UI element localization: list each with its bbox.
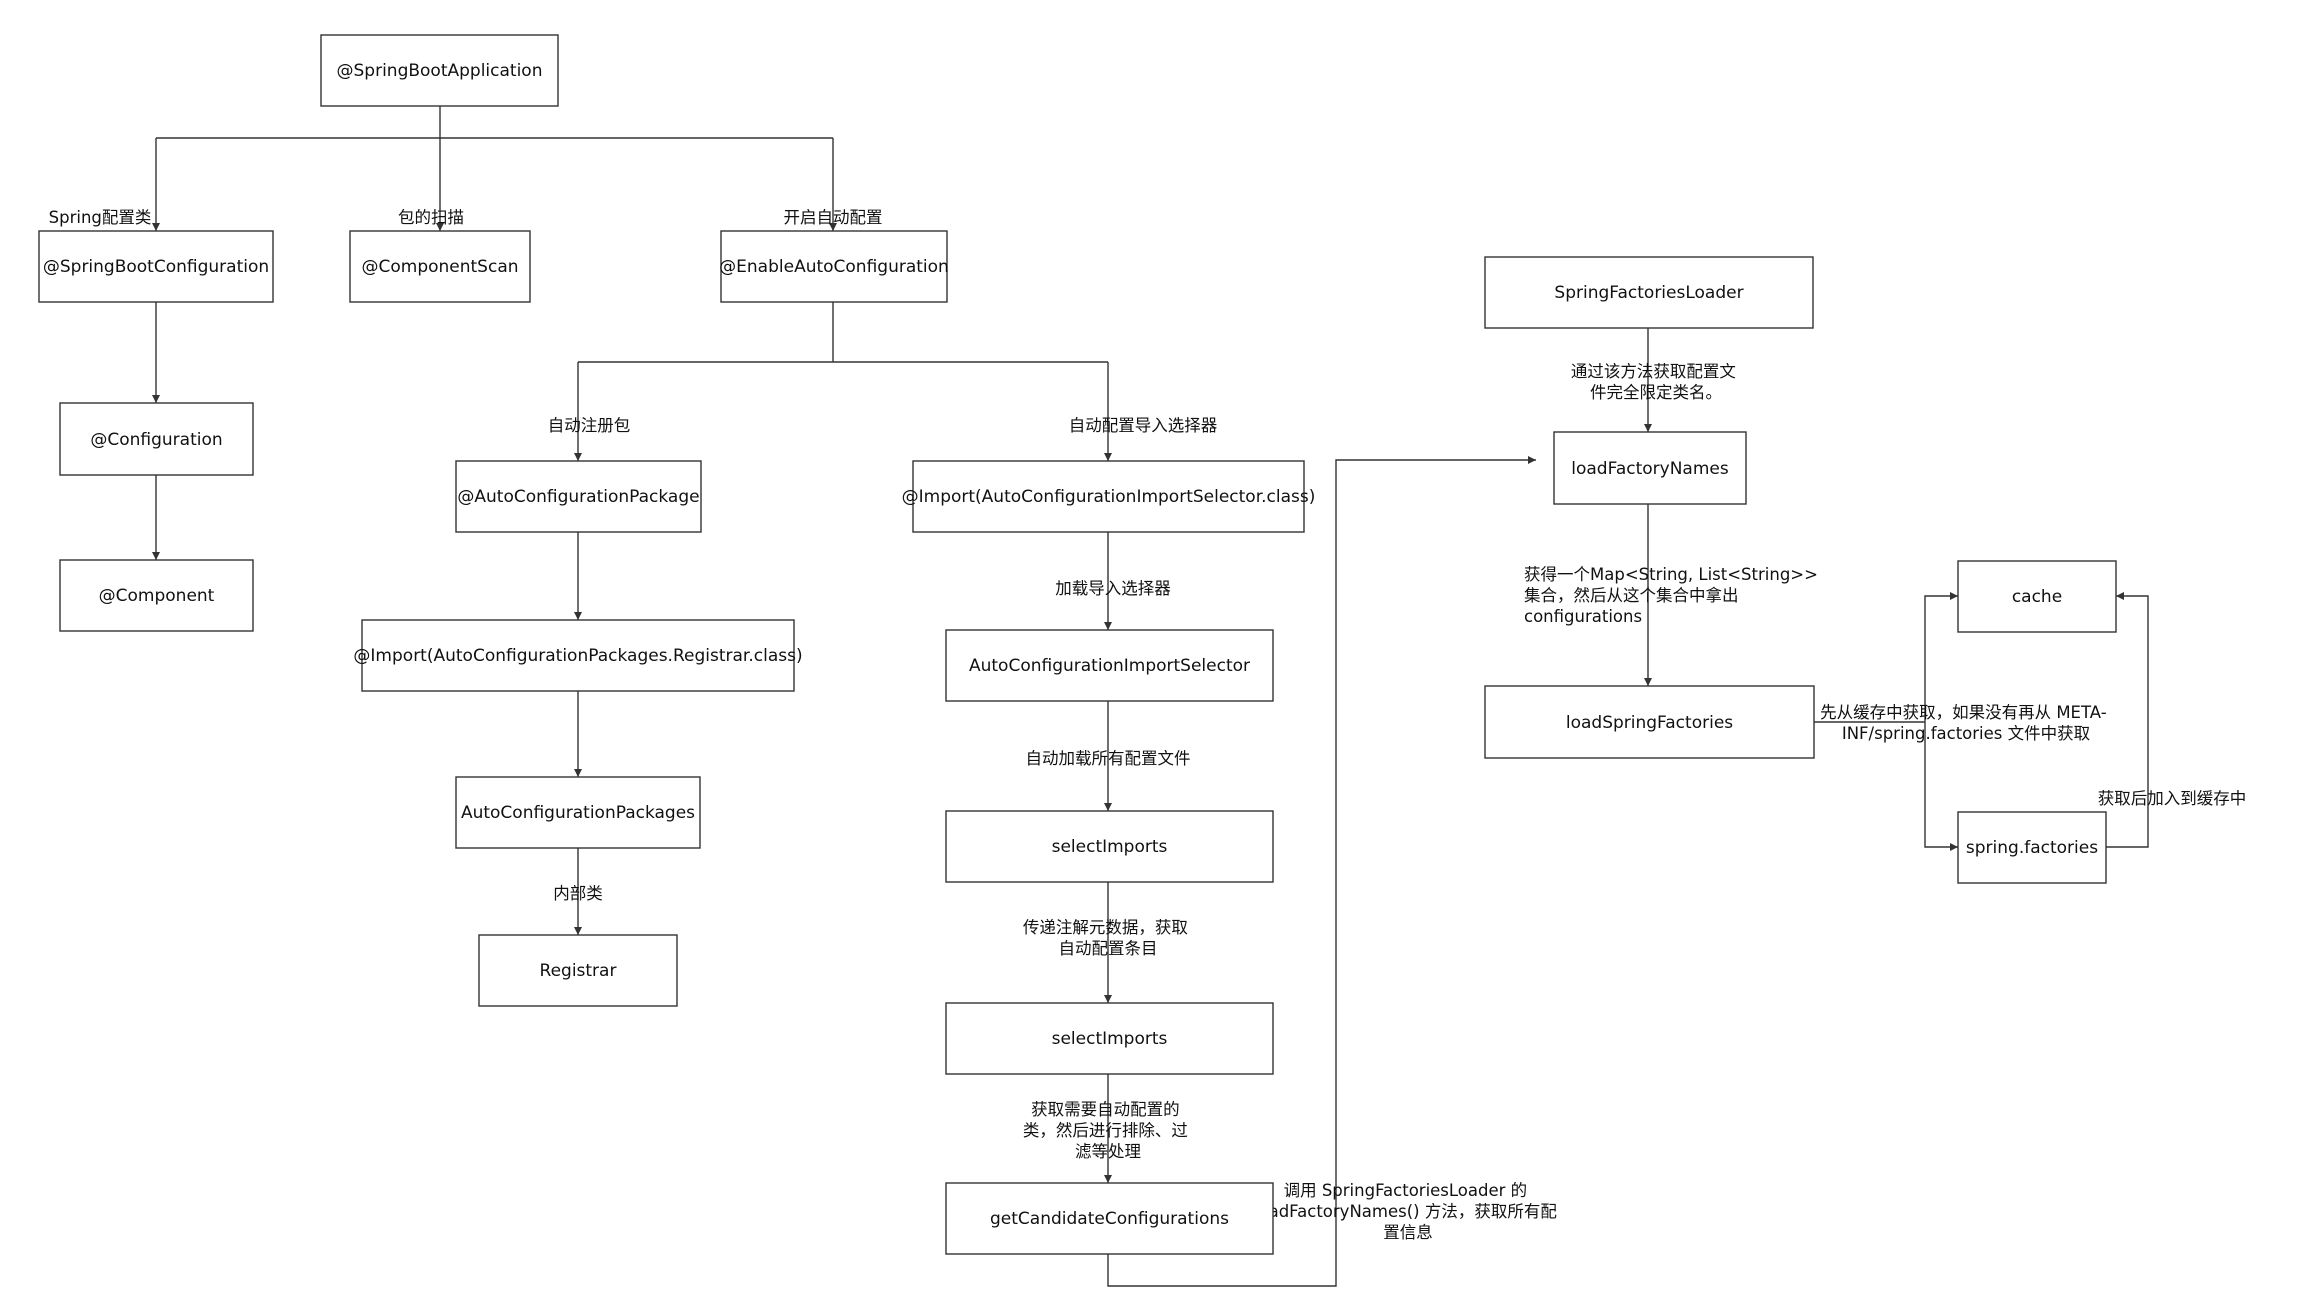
label-cache-first: 先从缓存中获取，如果没有再从 META- INF/spring.factorie… [1820, 703, 2112, 743]
node-registrar: Registrar [478, 934, 678, 1007]
node-import-registrar-label: @Import(AutoConfigurationPackages.Regist… [353, 646, 802, 666]
label-get-map-line3: configurations [1524, 607, 1642, 626]
label-get-classes: 获取需要自动配置的 类，然后进行排除、过 滤等处理 [1023, 1100, 1193, 1161]
node-autoconfigurationimportselector-label: AutoConfigurationImportSelector [969, 656, 1250, 676]
node-registrar-label: Registrar [540, 961, 617, 981]
label-get-fqcn-line2: 件完全限定类名。 [1590, 383, 1722, 402]
edge-labels: Spring配置类 包的扫描 开启自动配置 自动注册包 自动配置导入选择器 加载… [49, 208, 2247, 1242]
label-get-fqcn: 通过该方法获取配置文 件完全限定类名。 [1571, 362, 1741, 402]
node-springbootapplication: @SpringBootApplication [320, 34, 559, 107]
label-call-loader: 调用 SpringFactoriesLoader 的 loadFactoryNa… [1254, 1181, 1562, 1242]
node-configuration: @Configuration [59, 402, 254, 476]
node-loadspringfactories: loadSpringFactories [1484, 685, 1815, 759]
label-pass-metadata-line2: 自动配置条目 [1059, 939, 1158, 958]
node-loadspringfactories-label: loadSpringFactories [1566, 713, 1733, 733]
edge-branch-to-cache [1924, 592, 1958, 722]
label-package-scan: 包的扫描 [398, 208, 464, 227]
node-component: @Component [59, 559, 254, 632]
label-get-map-line2: 集合，然后从这个集合中拿出 [1524, 585, 1739, 605]
node-enableautoconfiguration: @EnableAutoConfiguration [719, 230, 949, 303]
label-get-map: 获得一个Map<String, List<String>> 集合，然后从这个集合… [1524, 565, 1823, 626]
node-selectimports-2-label: selectImports [1052, 1029, 1168, 1049]
node-autoconfigurationpackages-label: AutoConfigurationPackages [461, 803, 695, 823]
node-spring-factories-label: spring.factories [1966, 838, 2098, 858]
edges [152, 106, 2149, 1287]
label-call-loader-line3: 置信息 [1383, 1223, 1433, 1242]
label-inner-class: 内部类 [553, 884, 603, 903]
label-cache-first-line1: 先从缓存中获取，如果没有再从 META- [1820, 703, 2107, 722]
node-springfactoriesloader-label: SpringFactoriesLoader [1554, 283, 1743, 303]
node-autoconfigurationpackage-label: @AutoConfigurationPackage [457, 487, 699, 507]
label-auto-load-all-configs: 自动加载所有配置文件 [1026, 749, 1191, 768]
node-springbootconfiguration: @SpringBootConfiguration [38, 230, 274, 303]
label-auto-config-import-selector: 自动配置导入选择器 [1069, 416, 1218, 435]
label-enable-auto-config: 开启自动配置 [784, 208, 883, 227]
label-spring-config-class: Spring配置类 [49, 208, 152, 227]
label-get-fqcn-line1: 通过该方法获取配置文 [1571, 362, 1736, 381]
label-get-classes-line3: 滤等处理 [1075, 1142, 1141, 1161]
node-component-label: @Component [99, 586, 215, 606]
label-get-classes-line2: 类，然后进行排除、过 [1023, 1121, 1188, 1140]
label-call-loader-line2: loadFactoryNames() 方法，获取所有配 [1254, 1202, 1557, 1221]
node-cache-label: cache [2012, 587, 2062, 607]
node-getcandidateconfigurations: getCandidateConfigurations [945, 1182, 1274, 1255]
label-get-classes-line1: 获取需要自动配置的 [1031, 1100, 1180, 1119]
node-import-selector-label: @Import(AutoConfigurationImportSelector.… [902, 487, 1316, 507]
node-loadfactorynames: loadFactoryNames [1553, 431, 1747, 505]
node-import-selector: @Import(AutoConfigurationImportSelector.… [902, 460, 1316, 533]
node-autoconfigurationimportselector: AutoConfigurationImportSelector [945, 629, 1274, 702]
node-autoconfigurationpackage: @AutoConfigurationPackage [455, 460, 702, 533]
label-pass-metadata-line1: 传递注解元数据，获取 [1023, 918, 1188, 937]
node-selectimports-1-label: selectImports [1052, 837, 1168, 857]
node-import-registrar: @Import(AutoConfigurationPackages.Regist… [353, 619, 803, 692]
label-cache-first-line2: INF/spring.factories 文件中获取 [1842, 724, 2090, 743]
node-selectimports-1: selectImports [945, 810, 1274, 883]
edge-branch-to-springfactories [1924, 722, 1958, 851]
node-selectimports-2: selectImports [945, 1002, 1274, 1075]
node-enableautoconfiguration-label: @EnableAutoConfiguration [719, 257, 949, 277]
node-componentscan: @ComponentScan [349, 230, 531, 303]
node-configuration-label: @Configuration [90, 430, 222, 450]
node-spring-factories: spring.factories [1957, 811, 2107, 884]
label-call-loader-line1: 调用 SpringFactoriesLoader 的 [1284, 1181, 1528, 1200]
node-cache: cache [1957, 560, 2117, 633]
node-getcandidateconfigurations-label: getCandidateConfigurations [990, 1209, 1229, 1229]
node-springbootconfiguration-label: @SpringBootConfiguration [43, 257, 269, 277]
label-get-map-line1: 获得一个Map<String, List<String>> [1524, 565, 1818, 584]
node-componentscan-label: @ComponentScan [361, 257, 518, 277]
label-load-import-selector: 加载导入选择器 [1055, 579, 1171, 598]
node-springbootapplication-label: @SpringBootApplication [337, 61, 543, 81]
node-autoconfigurationpackages: AutoConfigurationPackages [455, 776, 701, 849]
node-loadfactorynames-label: loadFactoryNames [1571, 459, 1729, 479]
node-springfactoriesloader: SpringFactoriesLoader [1484, 256, 1814, 329]
label-add-to-cache: 获取后加入到缓存中 [2098, 789, 2247, 808]
edge-getcandidate-to-loadfactorynames [1107, 456, 1536, 1287]
label-auto-register-package: 自动注册包 [548, 416, 631, 435]
label-pass-metadata: 传递注解元数据，获取 自动配置条目 [1023, 918, 1193, 958]
edge-springfactories-to-cache [2106, 592, 2149, 848]
